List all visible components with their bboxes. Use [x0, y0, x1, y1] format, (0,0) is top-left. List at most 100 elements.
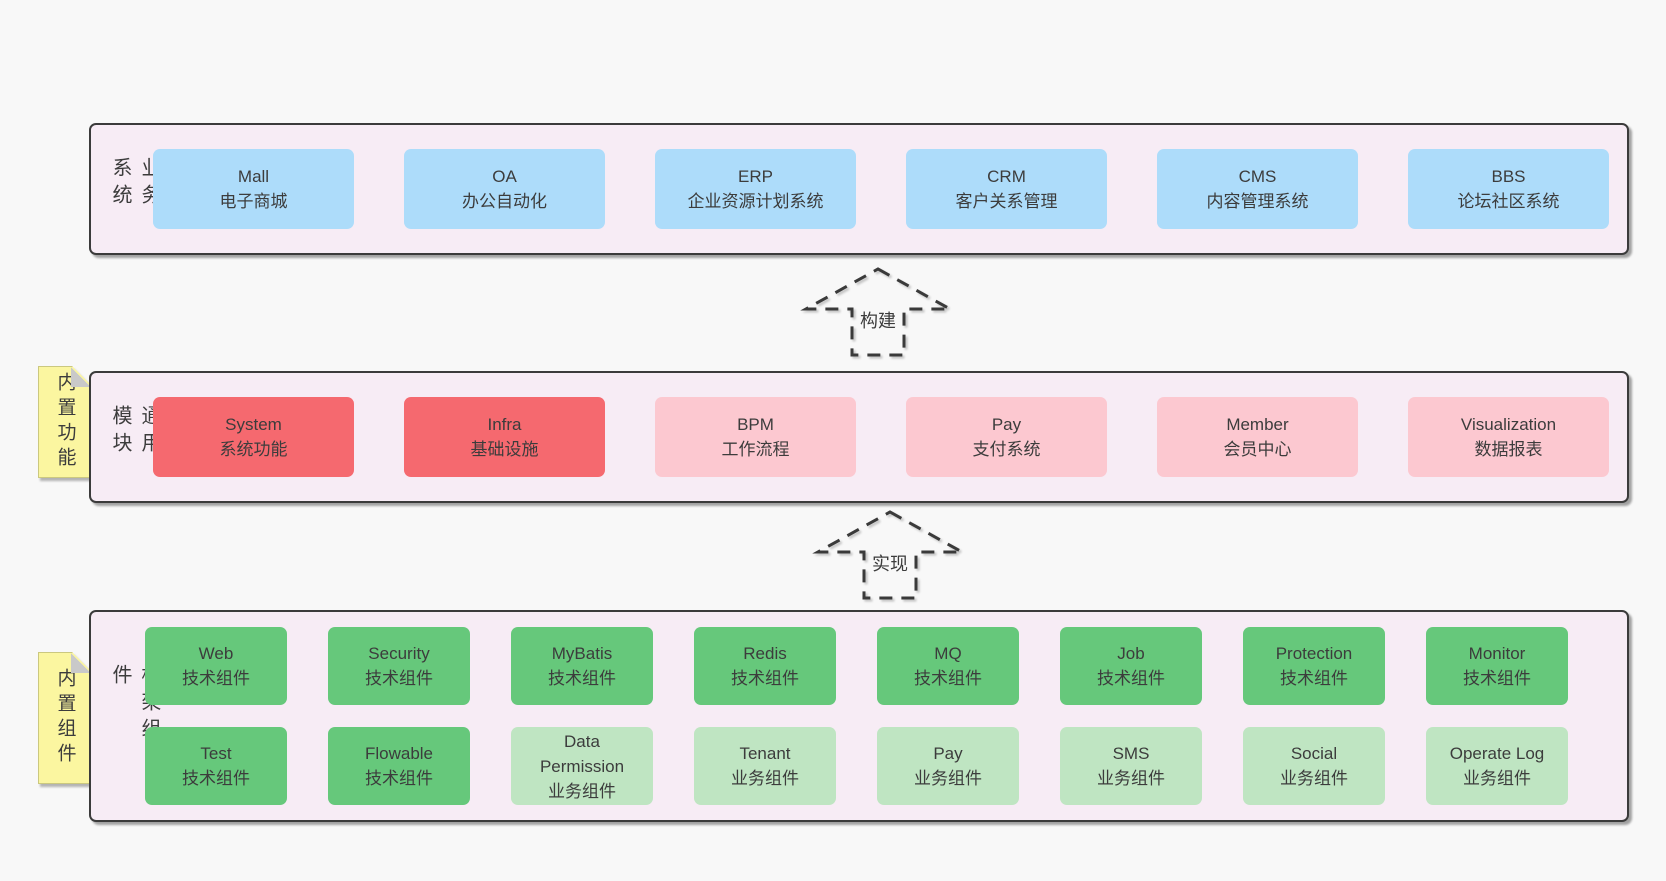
box-subtitle: 业务组件 [548, 781, 616, 801]
box-row: Mall 电子商城 OA 办公自动化 ERP 企业资源计划系统 CRM 客户关系… [153, 149, 1609, 229]
box-subtitle: 技术组件 [1280, 669, 1348, 688]
box-title: Data Permission [539, 731, 625, 776]
box-row: System 系统功能 Infra 基础设施 BPM 工作流程 Pay 支付系统… [153, 397, 1609, 477]
box-mq: MQ 技术组件 [877, 627, 1019, 705]
box-redis: Redis 技术组件 [694, 627, 836, 705]
box-cms: CMS 内容管理系统 [1157, 149, 1358, 229]
box-pay: Pay 支付系统 [906, 397, 1107, 477]
box-mall: Mall 电子商城 [153, 149, 354, 229]
box-title: BPM [737, 415, 774, 434]
box-security: Security 技术组件 [328, 627, 470, 705]
box-title: CMS [1238, 167, 1277, 186]
box-row: Web 技术组件 Security 技术组件 MyBatis 技术组件 Redi… [145, 627, 1568, 705]
box-bpm: BPM 工作流程 [655, 397, 856, 477]
box-social: Social 业务组件 [1243, 727, 1385, 805]
box-crm: CRM 客户关系管理 [906, 149, 1107, 229]
box-member: Member 会员中心 [1157, 397, 1358, 477]
box-subtitle: 论坛社区系统 [1457, 192, 1560, 211]
box-subtitle: 企业资源计划系统 [687, 192, 824, 211]
box-tenant: Tenant 业务组件 [694, 727, 836, 805]
box-bbs: BBS 论坛社区系统 [1408, 149, 1609, 229]
box-title: CRM [987, 167, 1026, 186]
box-pay-biz: Pay 业务组件 [877, 727, 1019, 805]
sticky-note: 内置功能 [38, 366, 92, 478]
section-framework-components: 框架组件 Web 技术组件 Security 技术组件 MyBatis 技术组件… [89, 610, 1629, 822]
box-title: BBS [1491, 167, 1526, 186]
box-title: ERP [738, 167, 773, 186]
arrow-build: 构建 [800, 266, 956, 358]
box-data-permission: Data Permission 业务组件 [511, 727, 653, 805]
box-protection: Protection 技术组件 [1243, 627, 1385, 705]
box-erp: ERP 企业资源计划系统 [655, 149, 856, 229]
box-subtitle: 技术组件 [1097, 669, 1165, 688]
up-arrow-shape [812, 510, 968, 600]
box-title: OA [492, 167, 517, 186]
box-title: MQ [934, 644, 962, 663]
section-common-modules: 通用模块 System 系统功能 Infra 基础设施 BPM 工作流程 Pay… [89, 371, 1629, 503]
box-flowable: Flowable 技术组件 [328, 727, 470, 805]
box-title: Security [368, 644, 430, 663]
box-subtitle: 业务组件 [1097, 769, 1165, 788]
box-subtitle: 会员中心 [1223, 440, 1292, 459]
box-visualization: Visualization 数据报表 [1408, 397, 1609, 477]
box-subtitle: 工作流程 [721, 440, 790, 459]
box-subtitle: 数据报表 [1474, 440, 1543, 459]
box-subtitle: 系统功能 [219, 440, 288, 459]
box-title: Pay [991, 415, 1022, 434]
box-title: Member [1226, 415, 1289, 434]
box-subtitle: 技术组件 [182, 769, 250, 788]
box-row: Test 技术组件 Flowable 技术组件 Data Permission … [145, 727, 1568, 805]
box-title: Tenant [739, 744, 791, 763]
box-subtitle: 技术组件 [182, 669, 250, 688]
up-arrow-shape [800, 267, 956, 357]
note-fold-corner-icon [71, 367, 91, 387]
box-subtitle: 业务组件 [914, 769, 982, 788]
box-subtitle: 支付系统 [972, 440, 1041, 459]
box-subtitle: 技术组件 [548, 669, 616, 688]
box-subtitle: 业务组件 [731, 769, 799, 788]
box-system: System 系统功能 [153, 397, 354, 477]
sticky-note: 内置组件 [38, 652, 92, 784]
arrow-implement: 实现 [812, 509, 968, 601]
box-subtitle: 办公自动化 [462, 192, 547, 211]
box-oa: OA 办公自动化 [404, 149, 605, 229]
box-title: Visualization [1460, 415, 1557, 434]
box-title: Infra [487, 415, 522, 434]
arrow-label: 构建 [858, 310, 898, 332]
box-title: Social [1290, 744, 1338, 763]
box-subtitle: 内容管理系统 [1206, 192, 1309, 211]
box-subtitle: 技术组件 [731, 669, 799, 688]
box-title: Protection [1275, 644, 1353, 663]
box-subtitle: 基础设施 [470, 440, 539, 459]
box-title: SMS [1112, 744, 1150, 763]
box-web: Web 技术组件 [145, 627, 287, 705]
box-title: Job [1117, 644, 1145, 663]
box-subtitle: 技术组件 [365, 769, 433, 788]
box-operate-log: Operate Log 业务组件 [1426, 727, 1568, 805]
section-business-systems: 业务系统 Mall 电子商城 OA 办公自动化 ERP 企业资源计划系统 CRM… [89, 123, 1629, 255]
box-sms: SMS 业务组件 [1060, 727, 1202, 805]
box-title: System [225, 415, 282, 434]
box-title: Redis [743, 644, 787, 663]
box-title: Test [200, 744, 232, 763]
sticky-note-label: 内置组件 [54, 668, 76, 768]
box-subtitle: 技术组件 [365, 669, 433, 688]
box-title: Mall [237, 167, 270, 186]
box-mybatis: MyBatis 技术组件 [511, 627, 653, 705]
box-title: Pay [933, 744, 963, 763]
arrow-label: 实现 [870, 553, 910, 575]
box-subtitle: 电子商城 [219, 192, 288, 211]
box-title: Monitor [1468, 644, 1526, 663]
box-title: Flowable [364, 744, 434, 763]
box-monitor: Monitor 技术组件 [1426, 627, 1568, 705]
box-subtitle: 业务组件 [1280, 769, 1348, 788]
box-test: Test 技术组件 [145, 727, 287, 805]
box-subtitle: 技术组件 [1463, 669, 1531, 688]
box-rows: Web 技术组件 Security 技术组件 MyBatis 技术组件 Redi… [145, 627, 1568, 805]
box-subtitle: 技术组件 [914, 669, 982, 688]
box-title: MyBatis [551, 644, 613, 663]
box-infra: Infra 基础设施 [404, 397, 605, 477]
box-title: Web [198, 644, 234, 663]
box-title: Operate Log [1449, 744, 1545, 763]
